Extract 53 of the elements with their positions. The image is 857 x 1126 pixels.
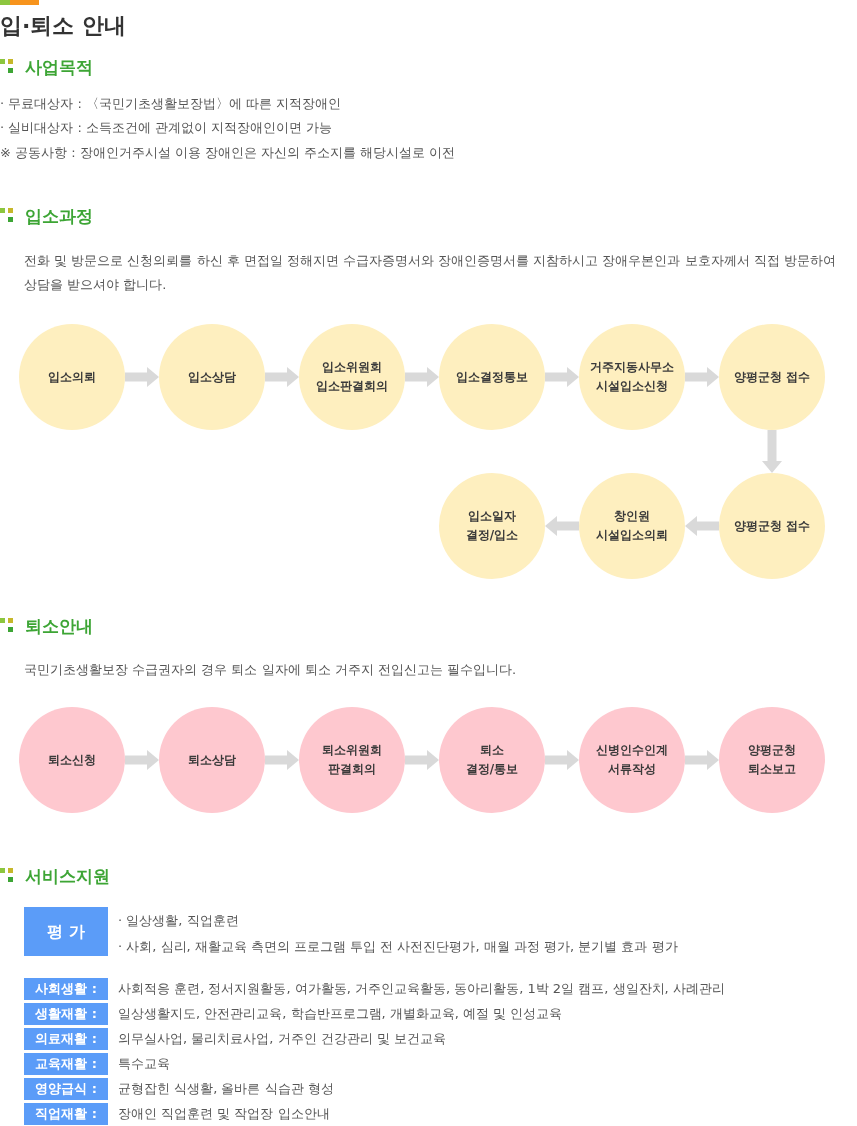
page-title: 입·퇴소 안내 xyxy=(0,12,127,40)
description-text: 사회적응 훈련, 정서지원활동, 여가활동, 거주인교육활동, 동아리활동, 1박 2일 캠프, 생일잔치, 사례관리 xyxy=(118,980,725,998)
section-heading: 퇴소안내 xyxy=(25,615,93,638)
bullet-text: · 실비대상자 : 소득조건에 관계없이 지적장애인이면 가능 xyxy=(0,119,333,137)
step-circle: 입소결정통보 xyxy=(439,324,545,430)
arrow xyxy=(125,750,159,770)
step-circle: 입소일자 결정/입소 xyxy=(439,473,545,579)
category-label: 교육재활 : xyxy=(24,1053,108,1075)
step-circle: 퇴소 결정/통보 xyxy=(439,707,545,813)
arrow xyxy=(545,750,579,770)
step-circle: 입소의뢰 xyxy=(19,324,125,430)
step-circle: 창인원 시설입소의뢰 xyxy=(579,473,685,579)
bullet-text: · 무료대상자 : 〈국민기초생활보장법〉에 따른 지적장애인 xyxy=(0,95,342,113)
section-heading: 사업목적 xyxy=(25,56,93,79)
category-label: 영양급식 : xyxy=(24,1078,108,1100)
arrow xyxy=(685,367,719,387)
arrow xyxy=(685,750,719,770)
step-circle: 양평군청 접수 xyxy=(719,324,825,430)
arrow xyxy=(685,516,719,536)
category-label: 직업재활 : xyxy=(24,1103,108,1125)
category-label: 생활재활 : xyxy=(24,1003,108,1025)
note-text: ※ 공동사항 : 장애인거주시설 이용 장애인은 자신의 주소지를 해당시설로 이전 xyxy=(0,144,456,162)
bullet-text: · 일상생활, 직업훈련 xyxy=(118,912,239,930)
step-circle: 신병인수인계 서류작성 xyxy=(579,707,685,813)
step-circle: 퇴소상담 xyxy=(159,707,265,813)
arrow xyxy=(545,367,579,387)
description-text: 일상생활지도, 안전관리교육, 학습반프로그램, 개별화교육, 예절 및 인성교육 xyxy=(118,1005,563,1023)
paragraph: 국민기초생활보장 수급권자의 경우 퇴소 일자에 퇴소 거주지 전입신고는 필수입니다. xyxy=(24,661,518,679)
arrow xyxy=(265,750,299,770)
description-text: 의무실사업, 물리치료사업, 거주인 건강관리 및 보건교육 xyxy=(118,1030,446,1048)
step-circle: 양평군청 퇴소보고 xyxy=(719,707,825,813)
section-heading: 서비스지원 xyxy=(25,865,110,888)
arrow xyxy=(405,750,439,770)
arrow xyxy=(125,367,159,387)
arrow xyxy=(405,367,439,387)
bullet-text: · 사회, 심리, 재활교육 측면의 프로그램 투입 전 사전진단평가, 매월 과정 평가, 분기별 효과 평가 xyxy=(118,938,678,956)
description-text: 장애인 직업훈련 및 작업장 입소안내 xyxy=(118,1105,330,1123)
step-circle: 입소위원회 입소판결회의 xyxy=(299,324,405,430)
step-circle: 퇴소신청 xyxy=(19,707,125,813)
category-label: 의료재활 : xyxy=(24,1028,108,1050)
description-text: 균형잡힌 식생활, 올바른 식습관 형성 xyxy=(118,1080,334,1098)
step-circle: 입소상담 xyxy=(159,324,265,430)
paragraph: 전화 및 방문으로 신청의뢰를 하신 후 면접일 정해지면 수급자증명서와 장애인증명서를 지참하시고 장애우본인과 보호자께서 직접 방문하여 상담을 받으셔야 합니다. xyxy=(24,252,837,294)
step-circle: 퇴소위원회 판결회의 xyxy=(299,707,405,813)
section-heading: 입소과정 xyxy=(25,205,93,228)
category-label: 사회생활 : xyxy=(24,978,108,1000)
step-circle: 양평군청 접수 xyxy=(719,473,825,579)
arrow xyxy=(265,367,299,387)
arrow xyxy=(762,430,782,473)
arrow xyxy=(545,516,579,536)
step-circle: 거주지동사무소 시설입소신청 xyxy=(579,324,685,430)
description-text: 특수교육 xyxy=(118,1055,170,1073)
category-label: 평 가 xyxy=(24,907,108,956)
